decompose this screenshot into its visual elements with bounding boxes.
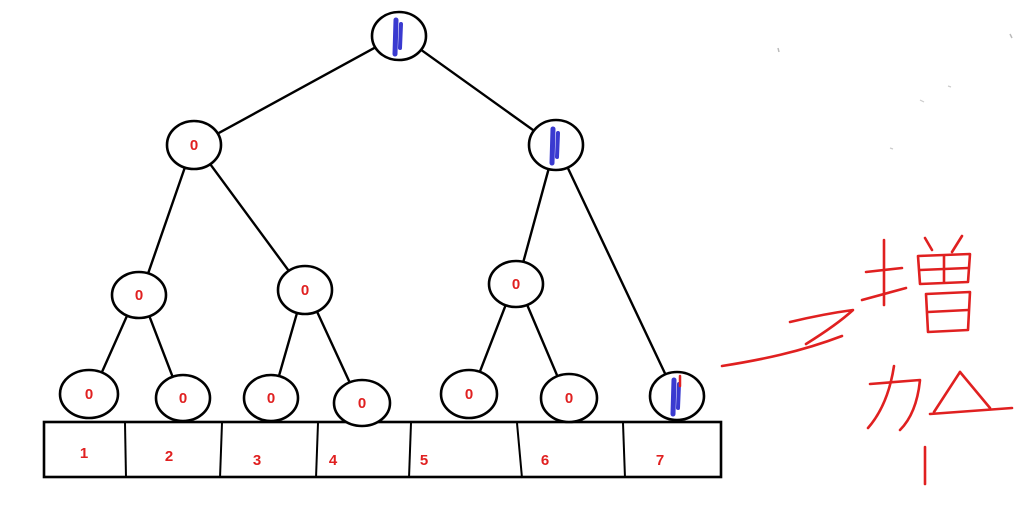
tree-node-circle: [276, 264, 334, 316]
tree-node-circle: [154, 373, 212, 423]
annotation-char-jia: [866, 364, 1014, 432]
tree-node-circle: [539, 372, 599, 424]
tree-edges: [99, 44, 668, 386]
tree-edge-n1-n2: [214, 44, 379, 137]
tree-node: 0: [539, 372, 599, 424]
tree-edge-n6-n12: [525, 301, 560, 380]
array-cell-label: 1: [80, 445, 88, 462]
tree-node-circle: [110, 270, 168, 320]
tree-edge-n4-n8: [147, 312, 175, 381]
array-cell-label: 5: [420, 452, 428, 469]
array-divider: [622, 422, 626, 479]
tree-edge-n4-n7: [99, 312, 130, 376]
tree-node-value: 0: [135, 287, 143, 304]
tree-nodes: 0 0 0 0 0 0 0 0 0 0: [58, 10, 706, 428]
updated-mark-icon: [670, 374, 682, 417]
tree-node: [648, 370, 706, 422]
tree-edge-n3-n6: [521, 165, 551, 266]
tree-node-circle: [165, 119, 223, 171]
array-divider: [315, 422, 319, 479]
tree-node-value: 0: [267, 390, 275, 407]
tree-node: 0: [276, 264, 334, 316]
leaf-array: 1 2 3 4 5 6 7: [42, 420, 723, 479]
tree-node: 0: [439, 368, 499, 420]
tree-edge-n2-n5: [207, 160, 292, 275]
tree-node-circle: [439, 368, 499, 420]
array-divider: [408, 422, 412, 479]
annotation-increase-one: [860, 234, 1014, 486]
tree-node-value: 0: [179, 390, 187, 407]
tree-node-value: 0: [301, 282, 309, 299]
tree-node: 0: [58, 368, 120, 420]
tree-edge-n1-n3: [417, 47, 538, 134]
tree-node-circle: [332, 378, 392, 428]
tree-edge-n5-n9: [277, 309, 299, 380]
tree-edge-n2-n4: [146, 164, 187, 277]
tree-node: 0: [154, 373, 212, 423]
tree-node: 0: [165, 119, 223, 171]
tree-edge-n6-n11: [477, 301, 508, 376]
tree-node-circle: [242, 373, 300, 423]
array-cell-label: 7: [656, 452, 664, 469]
tree-node-value: 0: [358, 395, 366, 412]
tree-node-value: 0: [190, 137, 198, 154]
tree-node: 0: [242, 373, 300, 423]
updated-mark-icon: [549, 126, 560, 166]
arrow-icon: [720, 308, 855, 368]
array-cell-label: 4: [329, 452, 338, 469]
array-cell-label: 6: [541, 452, 549, 469]
tree-node-circle: [58, 368, 120, 420]
tree-node: 0: [332, 378, 392, 428]
tree-node: [370, 10, 428, 62]
tree-node: 0: [487, 259, 545, 309]
array-cell-label: 3: [253, 452, 261, 469]
array-divider: [516, 422, 523, 479]
array-divider: [124, 422, 127, 479]
array-cell-label: 2: [165, 448, 173, 465]
tree-node-value: 0: [512, 276, 520, 293]
array-divider: [219, 422, 223, 479]
tree-node: 0: [110, 270, 168, 320]
tree-node-circle: [487, 259, 545, 309]
tree-node-value: 0: [465, 386, 473, 403]
annotation-char-zeng: [860, 234, 972, 334]
updated-mark-icon: [392, 17, 403, 57]
stray-marks: [777, 33, 1013, 150]
tree-edge-n5-n10: [314, 308, 352, 386]
tree-node-value: 0: [85, 386, 93, 403]
tree-node: [527, 118, 585, 172]
array-border: [42, 420, 723, 479]
tree-edge-n3-n13: [565, 164, 668, 378]
tree-node-value: 0: [565, 390, 573, 407]
